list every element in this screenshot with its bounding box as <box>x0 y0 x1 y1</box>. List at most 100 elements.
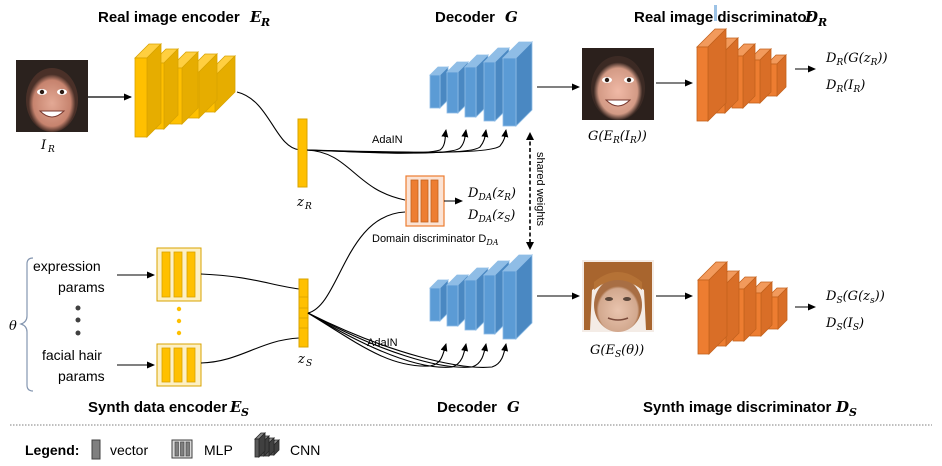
shared-weights-label: shared weights <box>534 152 546 226</box>
domain-discriminator-mlp <box>405 175 445 227</box>
title-decoder-bottom: Decoder G <box>437 398 520 416</box>
ellipsis-dot <box>75 317 81 323</box>
cnn-layer-slab <box>134 57 148 138</box>
dr-output-2: DR(IR) <box>825 78 865 95</box>
recon-synth-label: G(ES(θ)) <box>590 343 644 360</box>
dda-zr-output: DDA(zR) <box>467 186 516 203</box>
cnn-layer-slab <box>725 270 740 347</box>
input-real-face-image <box>16 60 88 132</box>
legend-cnn-icon <box>254 432 280 458</box>
cnn-layer-slab <box>483 61 496 122</box>
title-real-encoder-symbol: E <box>249 8 262 26</box>
adain-arrow-bottom-4 <box>307 312 509 368</box>
connector-facial-hair-mlp-to-zs <box>200 337 300 364</box>
recon-real-label: G(ER(IR)) <box>588 129 647 146</box>
cnn-layer-slab <box>464 279 477 331</box>
input-image-label-sub: R <box>47 145 55 155</box>
legend: Legend: vector MLP CNN <box>25 432 320 460</box>
legend-vector-label: vector <box>110 442 148 458</box>
adain-arrow-bottom-2 <box>307 312 469 368</box>
zr-label-sub: R <box>304 202 312 212</box>
theta-brace <box>19 257 34 392</box>
legend-cnn-label: CNN <box>290 442 320 458</box>
adain-arrow-bottom-3 <box>307 312 489 368</box>
adain-label-bottom: AdaIN <box>367 337 398 349</box>
zr-vector <box>297 118 308 188</box>
mlp-ellipsis-dot <box>176 306 182 312</box>
zs-vector <box>298 278 309 348</box>
connector-encoder-to-zr <box>236 91 301 151</box>
domain-disc-label: Domain discriminator DDA <box>372 233 499 247</box>
decoder-bottom-cnn <box>429 254 533 340</box>
shared-weights-arrow-up-icon <box>526 132 534 140</box>
title-synth-encoder-sub: S <box>241 406 249 419</box>
connector-zr-to-domain-disc <box>306 149 406 201</box>
mlp-ellipsis-dot <box>176 318 182 324</box>
adain-arrow-bottom-1 <box>307 312 448 367</box>
cnn-layer-slab <box>429 287 441 322</box>
title-real-encoder: Real image encoder E R <box>98 8 270 29</box>
reconstructed-real-face-image <box>582 48 654 120</box>
title-synth-encoder-symbol: E <box>229 398 242 416</box>
theta-label: θ <box>9 319 17 334</box>
cnn-layer-slab <box>146 43 162 138</box>
expression-params-label-line1: expression <box>33 258 101 274</box>
title-real-disc-text: Real image discriminator <box>634 9 813 26</box>
cnn-layer-slab <box>446 71 459 114</box>
zr-label: z <box>296 195 304 210</box>
legend-title: Legend: <box>25 442 79 458</box>
input-image-label: I <box>40 138 47 153</box>
legend-mlp-label: MLP <box>204 442 233 458</box>
title-decoder-top-symbol: G <box>505 8 518 26</box>
expression-params-label-line2: params <box>58 279 105 295</box>
connector-zs-to-domain-disc <box>307 211 406 314</box>
facial-hair-mlp <box>156 343 202 387</box>
title-real-encoder-sub: R <box>260 16 270 29</box>
title-decoder-bottom-text: Decoder <box>437 399 497 416</box>
title-synth-disc-sub: S <box>849 406 857 419</box>
real-image-encoder-cnn <box>134 43 236 138</box>
dr-output-1: DR(G(zR)) <box>825 51 888 68</box>
ellipsis-dot <box>75 330 81 336</box>
title-synth-disc-symbol: D <box>835 398 849 416</box>
title-decoder-bottom-symbol: G <box>507 398 520 416</box>
expression-mlp <box>156 247 202 302</box>
connector-expression-mlp-to-zs <box>200 273 300 290</box>
title-real-discriminator: Real image discriminator D R <box>634 8 827 29</box>
ds-output-1: DS(G(zs)) <box>825 289 885 306</box>
synthetic-face-image <box>582 260 654 332</box>
cnn-layer-slab <box>502 270 517 340</box>
cnn-layer-slab <box>254 438 260 458</box>
title-synth-disc-text: Synth image discriminator <box>643 399 832 416</box>
title-decoder-top: Decoder G <box>435 8 518 26</box>
zs-label: z <box>297 352 305 367</box>
facial-hair-params-label-line1: facial hair <box>42 347 102 363</box>
shared-weights-arrow-down-icon <box>526 242 534 250</box>
text-cursor <box>714 5 717 21</box>
cnn-layer-slab <box>697 279 710 355</box>
cnn-layer-slab <box>446 284 459 327</box>
cnn-layer-slab <box>696 46 709 122</box>
title-synth-discriminator: Synth image discriminator D S <box>643 398 857 419</box>
zs-label-sub: S <box>306 359 312 369</box>
decoder-top-cnn <box>429 41 533 127</box>
mlp-ellipsis-dot <box>176 330 182 336</box>
adain-arrow-top-4 <box>306 129 509 153</box>
title-real-encoder-text: Real image encoder <box>98 9 240 26</box>
ellipsis-dot <box>75 305 81 311</box>
adain-label-top: AdaIN <box>372 134 403 146</box>
ds-output-2: DS(IS) <box>825 316 864 333</box>
synth-image-discriminator-cnn <box>697 261 788 355</box>
cnn-layer-slab <box>464 66 477 118</box>
cnn-layer-slab <box>724 37 739 114</box>
title-synth-encoder-text: Synth data encoder <box>88 399 227 416</box>
cnn-layer-slab <box>483 274 496 335</box>
title-synth-encoder: Synth data encoder E S <box>88 398 249 419</box>
facial-hair-params-label-line2: params <box>58 368 105 384</box>
title-real-disc-symbol: D <box>804 8 818 26</box>
legend-vector-icon <box>91 439 101 460</box>
legend-mlp-icon <box>171 439 193 459</box>
cnn-layer-slab <box>429 74 441 109</box>
dda-zs-output: DDA(zS) <box>467 208 515 225</box>
cnn-layer-slab <box>163 48 179 130</box>
